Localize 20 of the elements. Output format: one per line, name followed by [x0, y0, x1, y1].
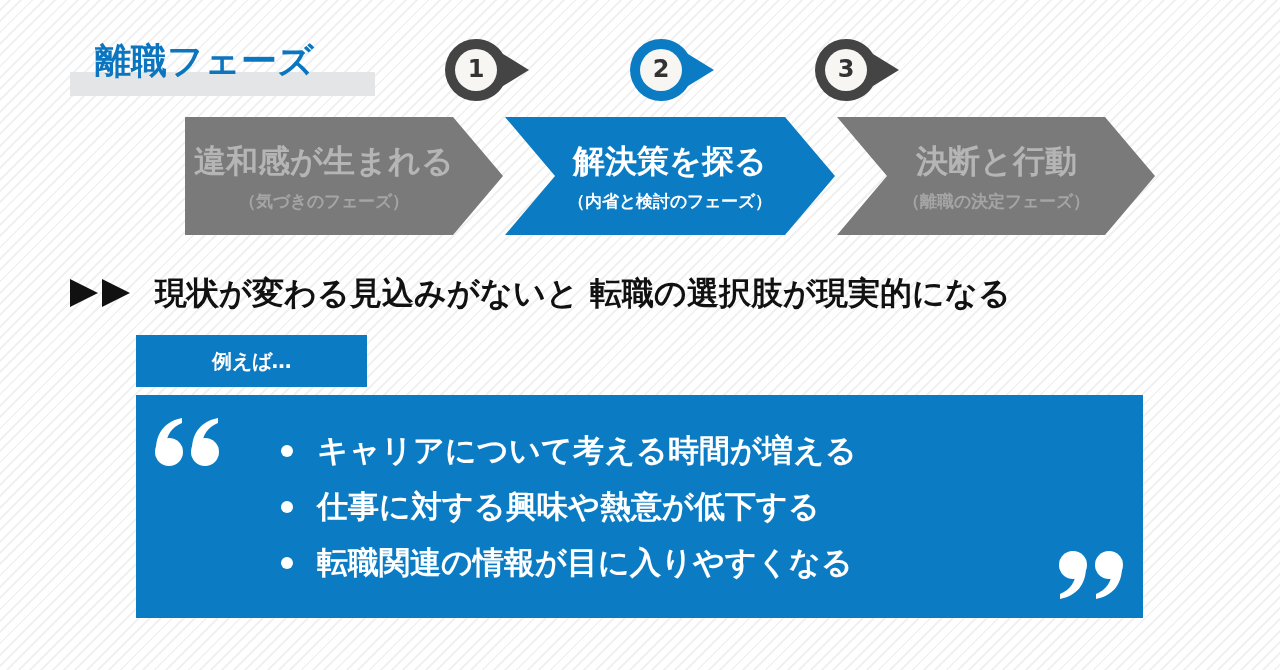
step-marker [630, 38, 716, 102]
tab-label: 例えば… [211, 347, 292, 375]
chevron-step [505, 117, 835, 235]
chevron-step [837, 117, 1155, 235]
step-number: 1 [466, 54, 486, 85]
step-number: 2 [651, 54, 671, 85]
quote-panel [136, 395, 1143, 618]
bullet-text: キャリアについて考える時間が増える [317, 430, 857, 470]
step-title: 違和感が生まれる [194, 140, 454, 182]
step-subtitle: （内省と検討のフェーズ） [568, 189, 772, 213]
bullet-text: 仕事に対する興味や熱意が低下する [317, 486, 820, 526]
step-marker [815, 38, 901, 102]
step-number: 3 [836, 54, 856, 85]
step-marker [445, 38, 531, 102]
step-title: 決断と行動 [915, 140, 1077, 182]
step-title: 解決策を探る [573, 140, 767, 182]
bullet-text: 転職関連の情報が目に入りやすくなる [317, 542, 853, 582]
statement-text: 現状が変わる見込みがないと 転職の選択肢が現実的になる [155, 273, 1012, 314]
tab-header [136, 335, 367, 387]
chevron-step [185, 117, 503, 235]
